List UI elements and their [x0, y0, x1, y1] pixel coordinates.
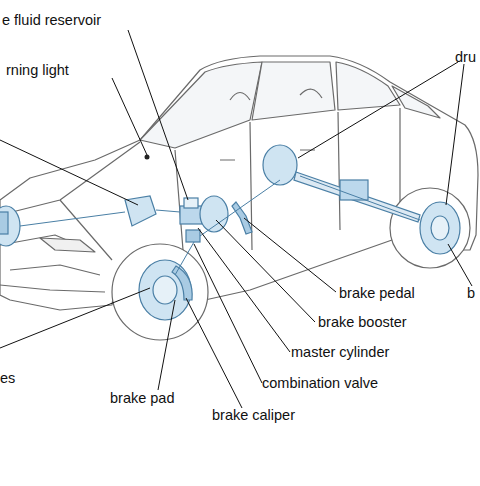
part-label: master cylinder	[291, 344, 389, 361]
part-label: combination valve	[262, 375, 378, 392]
part-label: brake booster	[318, 314, 407, 331]
part-label: b	[467, 285, 475, 302]
part-label: brake pedal	[339, 285, 415, 302]
part-label: brake pad	[110, 390, 175, 407]
part-label: es	[0, 370, 15, 387]
part-label: dru	[455, 49, 476, 66]
part-label: rning light	[6, 62, 69, 79]
part-label: e fluid reservoir	[2, 12, 101, 29]
part-label: brake caliper	[212, 407, 295, 424]
